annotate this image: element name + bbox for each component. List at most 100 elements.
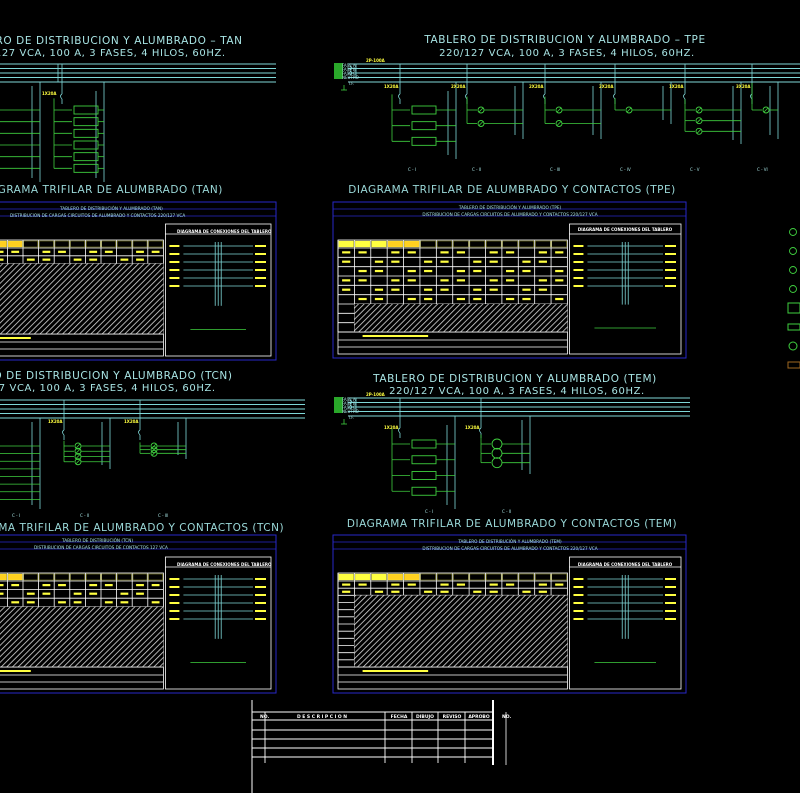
tem-connections-title: DIAGRAMA DE CONEXIONES DEL TABLERO — [578, 562, 673, 567]
contact-outlet-ground-icon — [789, 247, 797, 255]
tpe-panel-subtitle: DISTRIBUCION DE CARGAS CIRCUITOS DE ALUM… — [422, 212, 597, 217]
tem-panel-subtitle: DISTRIBUCION DE CARGAS CIRCUITOS DE ALUM… — [422, 546, 597, 551]
tpe-table-cell-value — [424, 269, 433, 273]
tpe-table-cell-value — [424, 297, 433, 301]
tem-table-header-cell — [420, 573, 436, 581]
tem-breaker-label: 1X20A — [384, 425, 399, 430]
tcn-table-cell-value — [104, 601, 113, 604]
tpe-table-cell-value — [489, 288, 498, 291]
tem-table-header-cell — [486, 573, 502, 581]
tpe-table-cell-value — [424, 260, 433, 263]
tpe-connections-label — [665, 277, 676, 279]
tpe-subtitle: 220/127 VCA, 100 A, 3 FASES, 4 HILOS, 60… — [439, 48, 695, 59]
tpe-connections-box — [569, 223, 682, 355]
tcn-table-cell-value — [120, 601, 129, 604]
tpe-table-cell-value — [391, 279, 400, 282]
tem-table-header-cell — [371, 573, 387, 581]
tcn-table-header-cell — [54, 573, 70, 581]
tem-table-header-cell — [551, 573, 567, 581]
fluorescent-lamp-icon — [73, 105, 99, 115]
tan-table-header-cell — [70, 240, 85, 248]
tcn-connections-title: DIAGRAMA DE CONEXIONES DEL TABLERO — [177, 562, 272, 567]
tan-table-cell-value — [151, 250, 160, 253]
tcn-breaker-label: 1X20A — [124, 419, 139, 424]
tcn-summary-label — [0, 670, 31, 672]
tcn-table-cell-value — [58, 601, 66, 604]
tpe-breaker-label: 1X20A — [669, 84, 684, 89]
tem-table-cell-value — [489, 590, 498, 593]
tem-title: TABLERO DE DISTRIBUCION Y ALUMBRADO (TEM… — [372, 373, 657, 385]
tem-summary-label — [362, 670, 429, 672]
tpe-breaker-label: 2X20A — [599, 84, 614, 89]
title-block-header-drawn: DIBUJO — [416, 714, 434, 720]
tan-table-header-cell — [54, 240, 70, 248]
fluorescent-lamp-icon — [73, 117, 99, 127]
tcn-panel-subtitle: DISTRIBUCION DE CARGAS CIRCUITOS DE CONT… — [34, 545, 168, 550]
tan-caption: DIAGRAMA TRIFILAR DE ALUMBRADO (TAN) — [0, 184, 223, 196]
tpe-table-cell-value — [522, 297, 531, 301]
tpe-connections-label — [573, 277, 584, 279]
tcn-connections-label — [255, 610, 266, 612]
round-lamp-icon — [788, 341, 798, 351]
tpe-panel-title: TABLERO DE DISTRIBUCIÓN Y ALUMBRADO (TPE… — [458, 205, 562, 210]
tpe-table-header-cell — [436, 240, 453, 248]
tpe-title: TABLERO DE DISTRIBUCION Y ALUMBRADO – TP… — [423, 34, 705, 46]
tpe-table-header-cell — [502, 240, 518, 248]
contact-outlet-icon — [478, 107, 484, 113]
fluorescent-square-icon — [787, 302, 800, 314]
tem-table-cell-value — [522, 590, 531, 593]
tpe-table-cell-value — [538, 279, 547, 282]
tpe-table-header-cell — [486, 240, 502, 248]
tpe-main-breaker-icon — [349, 65, 353, 76]
tan-connections-box — [164, 223, 272, 357]
tpe-table-header-cell — [371, 240, 387, 248]
tan-table-cell-value — [89, 258, 98, 261]
tpe-table-cell-value — [407, 297, 416, 301]
title-block: NO. D E S C R I P C I O N FECHA DIBUJO R… — [260, 714, 511, 720]
contact-outlet-icon — [789, 228, 797, 236]
tan-panel-title: TABLERO DE DISTRIBUCIÓN Y ALUMBRADO (TAN… — [59, 206, 163, 211]
tcn-table-cell-value — [151, 584, 160, 587]
tpe-table-cell-value — [342, 288, 351, 291]
tpe-table-cell-value — [522, 269, 531, 273]
tcn-connections-label — [255, 578, 266, 580]
tem-table-cell-value — [473, 590, 482, 593]
tpe-circuit-label: C - III — [550, 167, 560, 172]
tpe-table-cell-value — [505, 297, 515, 301]
title-block-header-reviewed: REVISO — [443, 714, 462, 720]
tem-table-cell-value — [440, 583, 449, 586]
tan-title: TABLERO DE DISTRIBUCION Y ALUMBRADO – TA… — [0, 35, 243, 47]
tcn-table-header-cell — [70, 573, 85, 581]
tem-table-header-cell — [469, 573, 485, 581]
contact-outlet-icon — [556, 107, 562, 113]
tpe-table-cell-value — [407, 269, 416, 273]
tem-table-cell-value — [391, 590, 400, 593]
fluorescent-lamp-icon — [411, 136, 437, 146]
tpe-breaker-icon — [465, 93, 468, 100]
tan-connections-label — [255, 245, 266, 247]
tpe-bus-label-neutral: NEUTRO — [342, 75, 359, 80]
tcn-breaker-icon — [62, 429, 65, 436]
tan-subtitle: 220/127 VCA, 100 A, 3 FASES, 4 HILOS, 60… — [0, 48, 226, 59]
tem-connections-label — [573, 594, 584, 596]
contact-outlet-icon — [696, 107, 702, 113]
tan-table-cell-value — [58, 250, 66, 253]
contact-outlet-icon — [75, 454, 81, 459]
tpe-circuit-label: C - IV — [620, 167, 631, 172]
tan-table-header-cell — [39, 240, 54, 248]
tem-connections-box — [569, 556, 682, 690]
tcn-connections-label — [169, 578, 180, 580]
title-block-side-header-no: NO. — [502, 714, 511, 720]
tem-table-header-cell — [338, 573, 354, 581]
tcn-table-cell-value — [89, 584, 98, 587]
tem-connections-label — [573, 602, 584, 604]
title-block-header-description: D E S C R I P C I O N — [297, 714, 347, 720]
tcn-table-cell-value — [26, 601, 35, 604]
tem-table-header-cell — [355, 573, 371, 581]
tcn-table-cell-value — [73, 592, 82, 595]
tcn-circuit-label: C - I — [12, 513, 20, 518]
tpe-breaker-icon — [613, 93, 616, 100]
tcn-title: TABLERO DE DISTRIBUCION Y ALUMBRADO (TCN… — [0, 370, 233, 382]
tan-connections-label — [169, 261, 180, 263]
contact-outlet-icon — [75, 459, 81, 465]
